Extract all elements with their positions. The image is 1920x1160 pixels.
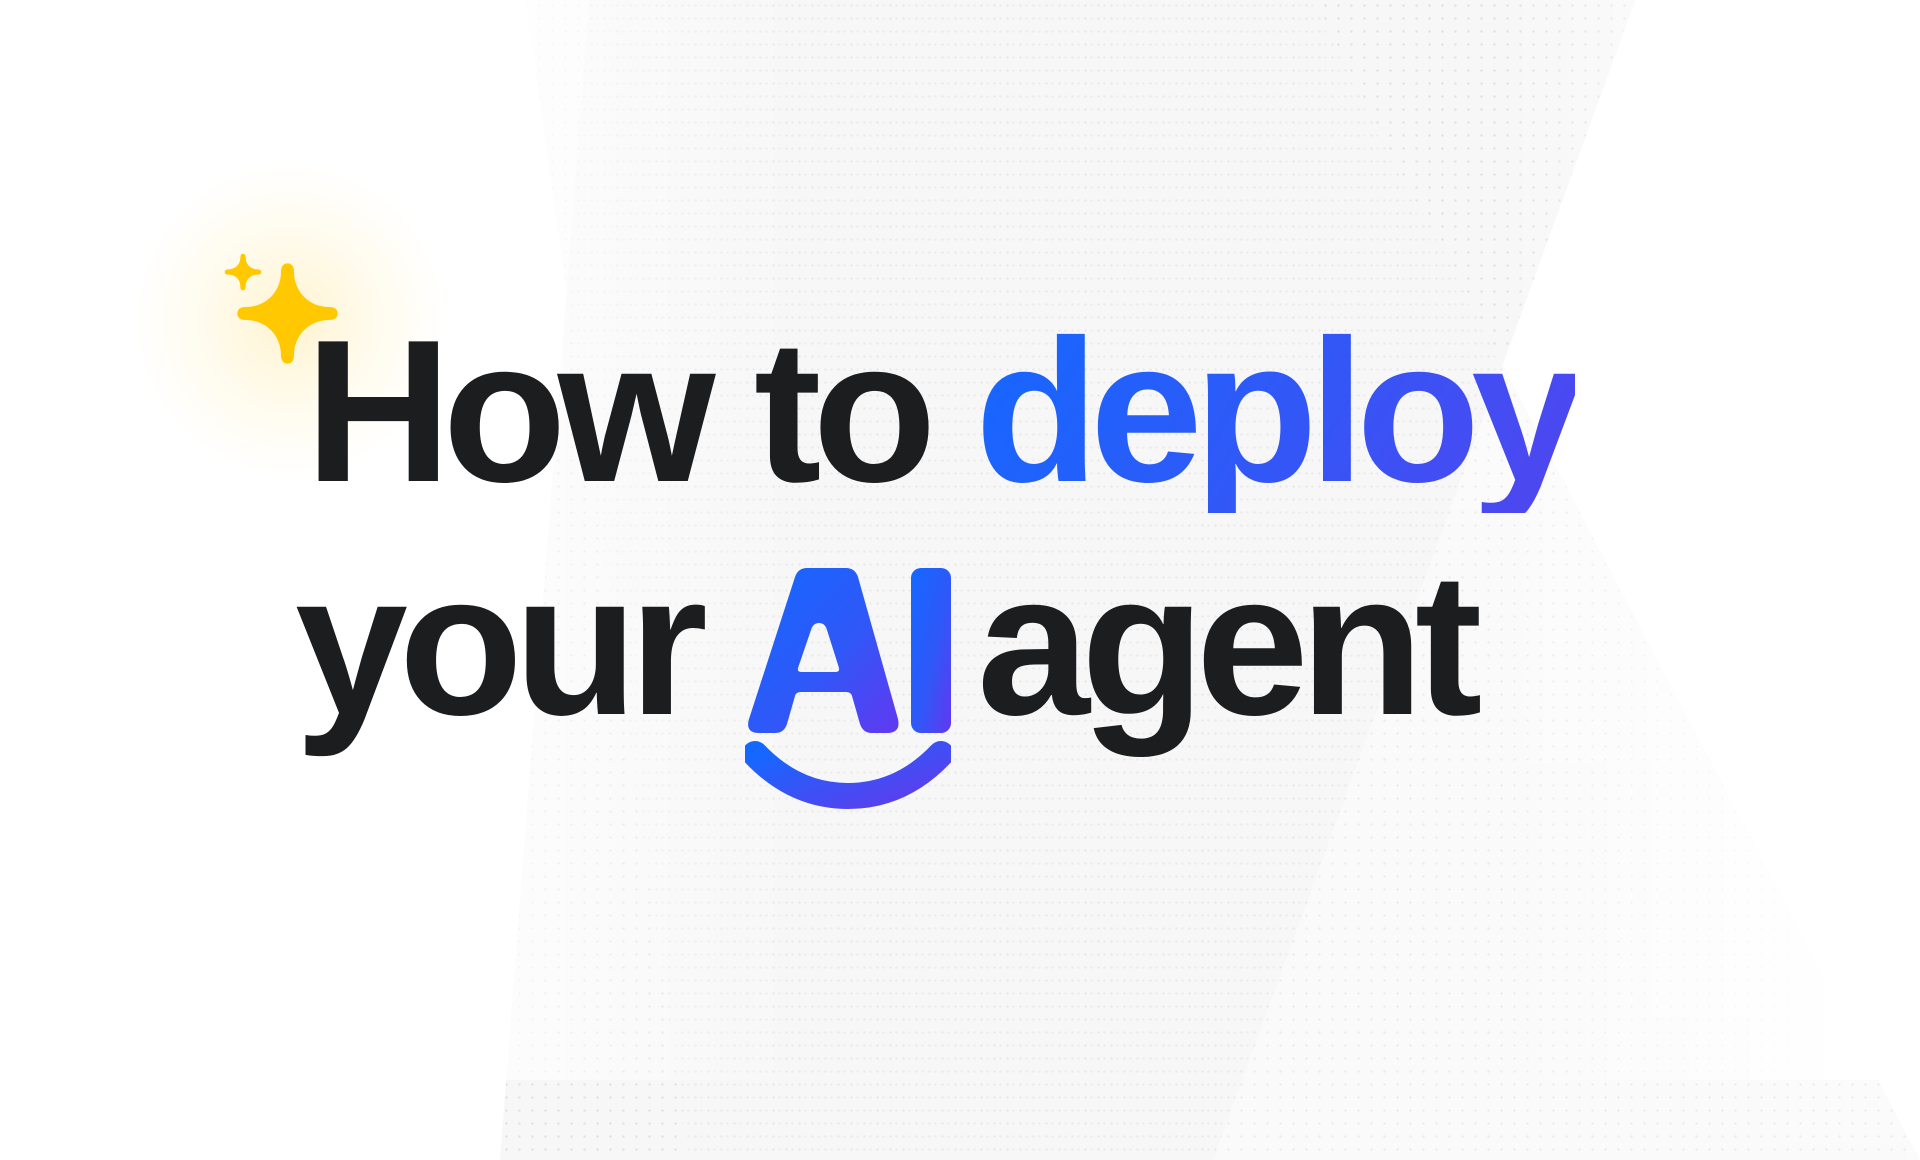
headline-text-your: your (295, 531, 708, 758)
headline-line-2: your (295, 531, 708, 758)
headline-text-accent: deploy (974, 298, 1584, 525)
small-sparkle-icon (224, 253, 262, 291)
ai-smile-logo-icon (745, 568, 951, 810)
page-title: How to deploy your agent (295, 298, 1584, 758)
headline-text-plain: How to (305, 298, 937, 525)
sparkle-icon (237, 263, 338, 364)
headline-line-1: How to deploy (305, 298, 1584, 525)
headline-text-agent: agent (977, 531, 1482, 758)
